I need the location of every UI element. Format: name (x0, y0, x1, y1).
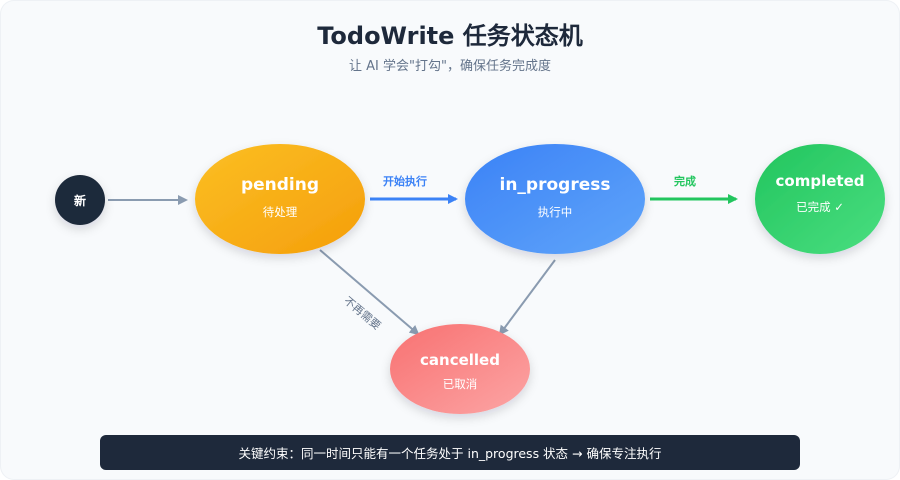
state-completed: completed 已完成 ✓ (755, 144, 885, 254)
state-cancelled: cancelled 已取消 (390, 324, 530, 414)
state-in-progress: in_progress 执行中 (465, 144, 645, 254)
arrow-in-progress-to-cancelled (498, 259, 556, 336)
state-pending-name: pending (241, 175, 319, 195)
state-pending-desc: 待处理 (263, 205, 298, 219)
constraint-banner: 关键约束：同一时间只能有一个任务处于 in_progress 状态 → 确保专注… (100, 435, 800, 470)
label-complete: 完成 (674, 174, 696, 188)
state-pending: pending 待处理 (195, 144, 365, 254)
state-new: 新 (55, 175, 105, 225)
state-cancelled-name: cancelled (420, 351, 500, 369)
state-completed-desc: 已完成 ✓ (796, 200, 844, 214)
state-in-progress-desc: 执行中 (538, 205, 573, 219)
state-completed-name: completed (776, 172, 865, 190)
diagram-title: TodoWrite 任务状态机 (317, 22, 583, 50)
label-start-execution: 开始执行 (383, 174, 427, 188)
diagram-subtitle: 让 AI 学会"打勾"，确保任务完成度 (349, 59, 551, 74)
state-in-progress-name: in_progress (500, 175, 611, 195)
state-cancelled-desc: 已取消 (443, 377, 478, 391)
state-new-label: 新 (74, 193, 86, 208)
arrow-pending-to-cancelled (319, 249, 420, 336)
constraint-text: 关键约束：同一时间只能有一个任务处于 in_progress 状态 → 确保专注… (238, 446, 662, 461)
